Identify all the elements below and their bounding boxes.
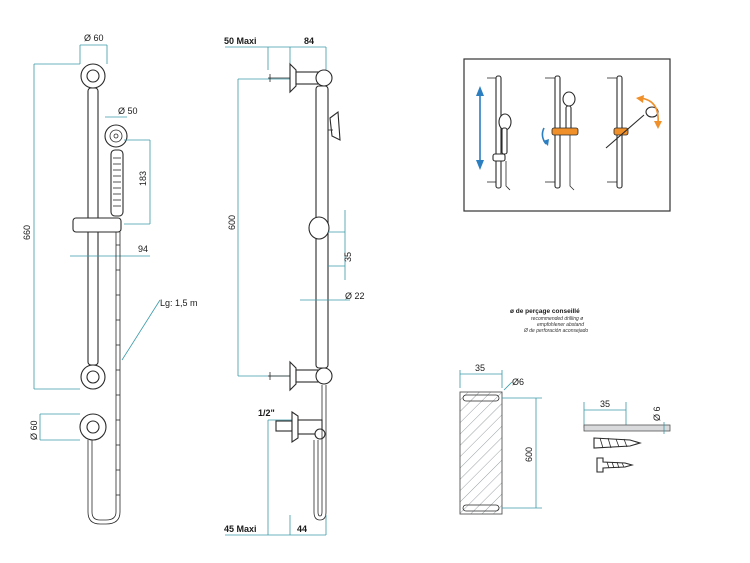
side-shower-head [329, 110, 341, 141]
slider [72, 217, 122, 233]
shower-head [104, 124, 128, 148]
dim-hose-length: Lg: 1,5 m [160, 298, 198, 308]
dim-bar-diameter: Ø 60 [84, 33, 104, 43]
dim-plug-diameter: Ø 6 [652, 406, 662, 421]
dim-inlet-thread: 1/2" [258, 408, 275, 418]
dim-fixing-centres: 600 [227, 215, 237, 230]
drilling-plate [459, 391, 503, 515]
drilling-template: 35 Ø6 600 [459, 363, 542, 515]
side-view: 50 Maxi 84 600 35 Ø 22 [224, 36, 365, 536]
usage-illustration-frame [463, 58, 671, 212]
dim-head-diameter: Ø 50 [118, 106, 138, 116]
drilling-line-2: empfohlener abstand [537, 322, 584, 328]
panel-tilt [605, 75, 662, 189]
dim-plate-height: 600 [524, 447, 534, 462]
bottom-bracket [289, 360, 297, 392]
dim-bottom-max: 45 Maxi [224, 524, 257, 534]
drilling-line-3: Ø de perforación aconsejado [523, 328, 588, 334]
dim-bottom-depth: 44 [297, 524, 307, 534]
drilling-note: ø de perçage conseillé recommended drill… [510, 308, 588, 334]
wall-plug [593, 437, 642, 449]
screw [596, 457, 635, 473]
front-view: Ø 60 660 Ø 50 183 [22, 33, 198, 525]
plug-and-screw: 35 Ø 6 [583, 399, 671, 473]
dim-depth: 84 [304, 36, 314, 46]
dim-bar-tube: Ø 22 [345, 291, 365, 301]
drilling-title: ø de perçage conseillé [510, 308, 580, 315]
dim-plate-hole: Ø6 [512, 377, 524, 387]
dim-plug-length: 35 [600, 399, 610, 409]
dim-plate-width: 35 [475, 363, 485, 373]
top-bracket [289, 62, 297, 94]
dim-handle-height: 183 [138, 171, 148, 186]
side-slider [308, 216, 330, 240]
drill-hole [583, 424, 671, 432]
dim-elbow-diameter: Ø 60 [29, 420, 39, 440]
panel-rotate [541, 75, 579, 191]
dim-wall-max: 50 Maxi [224, 36, 257, 46]
dim-slider-offset: 94 [138, 244, 148, 254]
panel-slide [476, 75, 512, 191]
dim-overall-height: 660 [22, 225, 32, 240]
inlet-pipe [275, 420, 293, 432]
handle [110, 149, 124, 217]
dim-slider-travel: 35 [343, 252, 353, 262]
drilling-line-1: recommended drilling ø [531, 316, 583, 322]
